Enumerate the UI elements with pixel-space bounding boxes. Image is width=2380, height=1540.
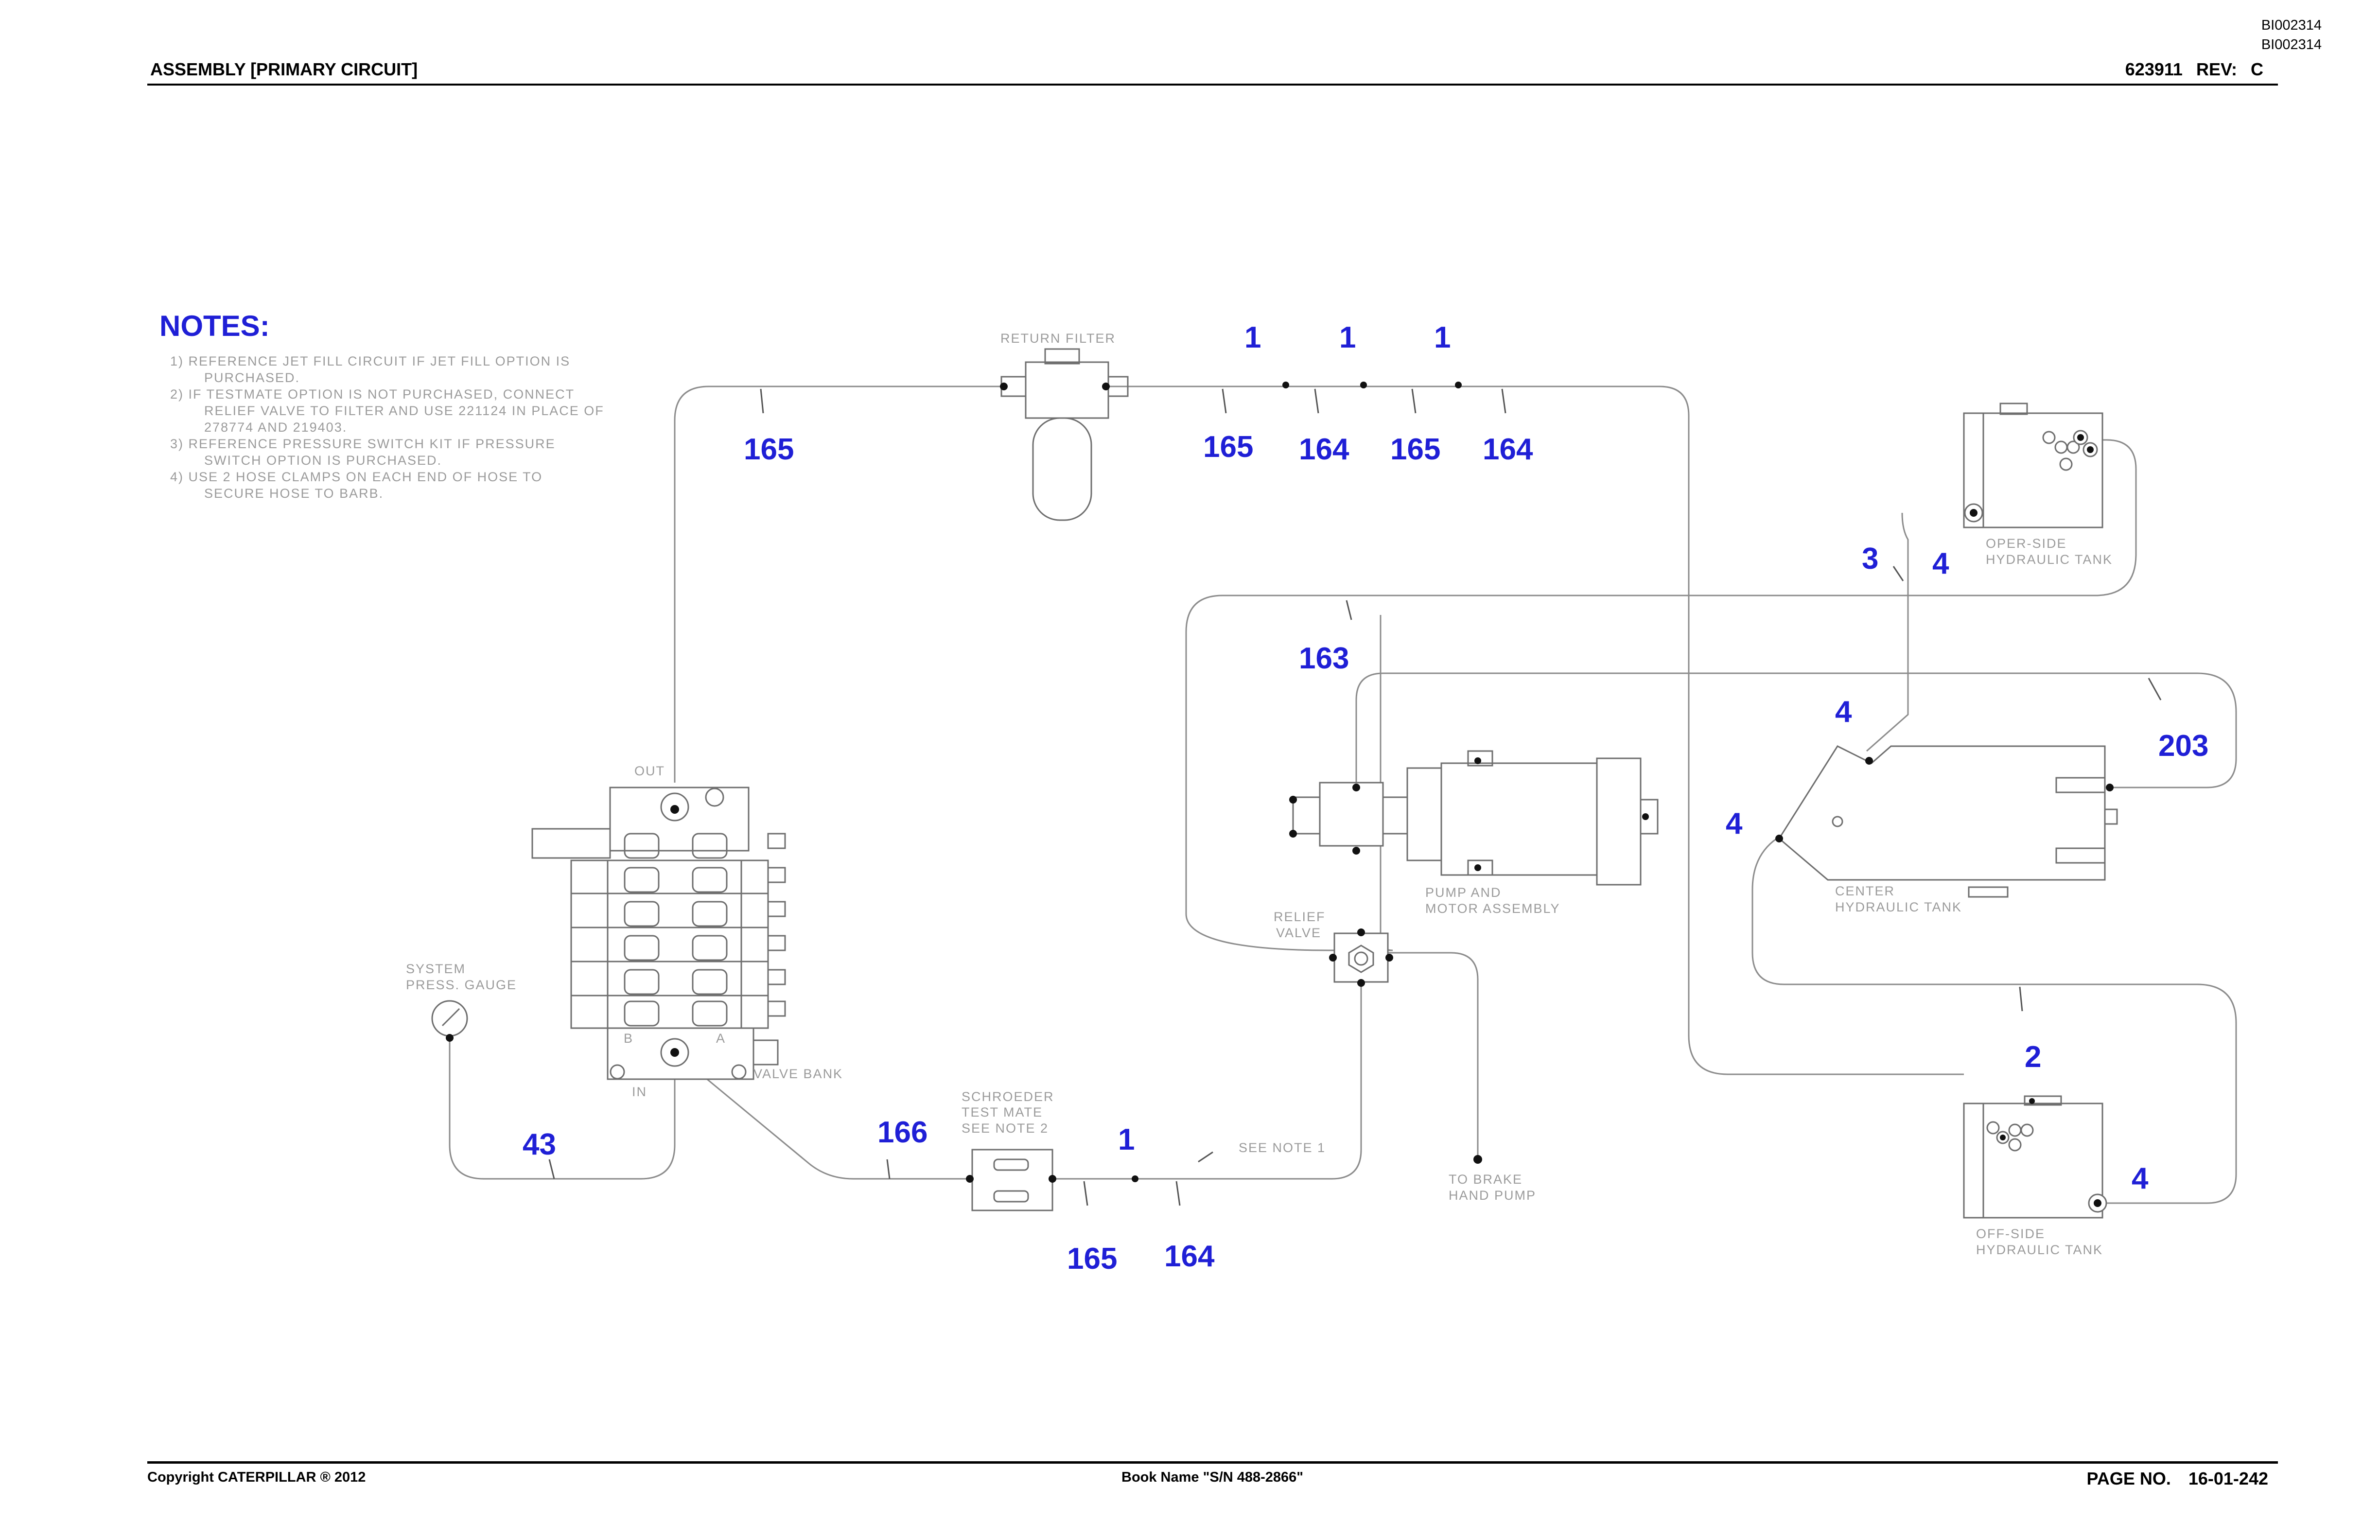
relief-valve-label-1: RELIEF [1274, 910, 1326, 924]
hose-43 [449, 1038, 676, 1180]
callout-203: 203 [2158, 729, 2208, 763]
page-footer: Copyright CATERPILLAR ® 2012 Book Name "… [147, 1461, 2278, 1493]
item-callouts: 1 1 1 165 165 164 165 164 3 4 163 4 203 … [523, 321, 2208, 1276]
oper-side-label-1: OPER-SIDE [1986, 536, 2067, 551]
callout-leaders [548, 388, 2162, 1206]
hose-brake-pump [1381, 952, 1479, 1157]
callout-166: 166 [877, 1116, 928, 1149]
oper-side-label-2: HYDRAULIC TANK [1986, 552, 2113, 567]
note-item: 3) REFERENCE PRESSURE SWITCH KIT IF PRES… [170, 437, 556, 468]
hose-valve-to-filter [674, 385, 1005, 783]
callout-164: 164 [1299, 433, 1349, 466]
center-tank-label-2: HYDRAULIC TANK [1835, 900, 1962, 914]
callout-1: 1 [1434, 321, 1451, 354]
document-id: BI002314 [2261, 18, 2322, 33]
notes-heading: NOTES: [159, 310, 270, 342]
oper-side-hydraulic-tank [1963, 402, 2103, 528]
system-pressure-gauge [431, 1000, 468, 1042]
page-number-label: PAGE NO. [2086, 1469, 2171, 1488]
part-number: 623911 [2125, 59, 2183, 79]
return-filter [1000, 348, 1129, 521]
center-tank-label-1: CENTER [1835, 884, 1895, 898]
note-item: 2) IF TESTMATE OPTION IS NOT PURCHASED, … [170, 387, 604, 435]
pump-motor-assembly [1289, 750, 1659, 886]
hose-203 [1355, 672, 2237, 807]
valve-in-label: IN [632, 1085, 647, 1099]
schroeder-label-3: SEE NOTE 2 [962, 1121, 1049, 1136]
callout-165: 165 [744, 433, 794, 466]
brake-pump-label-2: HAND PUMP [1449, 1188, 1536, 1203]
callout-4: 4 [1726, 807, 1743, 840]
brake-pump-fitting [1473, 1155, 1482, 1164]
revision-value: C [2251, 59, 2263, 79]
hose-163 [1185, 439, 2137, 951]
hose-2 [1751, 838, 2237, 1204]
valve-port-b-label: B [624, 1031, 633, 1046]
revision-label: REV: [2196, 59, 2237, 79]
component-labels: RETURN FILTER OPER-SIDE HYDRAULIC TANK P… [406, 331, 2113, 1257]
callout-1: 1 [1244, 321, 1261, 354]
off-side-hydraulic-tank [1963, 1095, 2107, 1219]
brake-pump-label-1: TO BRAKE [1449, 1172, 1522, 1187]
part-number-block: 623911 REV: C [2117, 59, 2263, 80]
page-number-value: 16-01-242 [2188, 1469, 2268, 1488]
note-item: 4) USE 2 HOSE CLAMPS ON EACH END OF HOSE… [170, 470, 543, 501]
system-gauge-label-1: SYSTEM [406, 962, 466, 976]
callout-163: 163 [1299, 642, 1349, 675]
page-number-block: PAGE NO. 16-01-242 [2074, 1469, 2268, 1489]
callout-2: 2 [2025, 1040, 2041, 1074]
valve-bank-label: VALVE BANK [753, 1067, 843, 1081]
callout-164: 164 [1164, 1240, 1215, 1273]
document-id-duplicate: BI002314 [2261, 37, 2322, 52]
pump-motor-label-1: PUMP AND [1425, 885, 1502, 900]
hose-clamps [1132, 382, 1462, 1182]
callout-3: 3 [1862, 542, 1878, 576]
valve-bank [531, 787, 786, 1080]
hose-testmate-to-relief [1050, 975, 1362, 1180]
book-name: Book Name "S/N 488-2866" [1121, 1470, 1304, 1485]
hose-lines [449, 385, 2237, 1204]
see-note-1-label: SEE NOTE 1 [1239, 1140, 1326, 1155]
center-hydraulic-tank [1775, 745, 2118, 898]
valve-out-label: OUT [634, 764, 665, 778]
hose-3 [1866, 512, 1909, 752]
callout-165: 165 [1390, 433, 1440, 466]
hose-filter-to-right [1108, 385, 1964, 1075]
callout-165: 165 [1067, 1242, 1117, 1276]
relief-valve [1329, 928, 1393, 987]
notes-list: 1) REFERENCE JET FILL CIRCUIT IF JET FIL… [170, 353, 608, 502]
off-side-label-1: OFF-SIDE [1976, 1226, 2045, 1241]
page-header: ASSEMBLY [PRIMARY CIRCUIT] 623911 REV: C [147, 57, 2278, 86]
schroeder-label-1: SCHROEDER [962, 1089, 1054, 1104]
callout-4: 4 [1932, 547, 1949, 580]
callout-165: 165 [1203, 430, 1253, 464]
off-side-label-2: HYDRAULIC TANK [1976, 1242, 2103, 1257]
callout-43: 43 [523, 1128, 556, 1161]
callout-4: 4 [2132, 1162, 2149, 1195]
relief-valve-label-2: VALVE [1276, 926, 1321, 940]
note-item: 1) REFERENCE JET FILL CIRCUIT IF JET FIL… [170, 354, 571, 385]
schroeder-test-mate [966, 1149, 1056, 1211]
copyright: Copyright CATERPILLAR ® 2012 [147, 1470, 366, 1485]
page-title: ASSEMBLY [PRIMARY CIRCUIT] [150, 59, 418, 79]
hose-166 [674, 1051, 972, 1180]
schroeder-label-2: TEST MATE [962, 1105, 1043, 1120]
callout-1: 1 [1118, 1123, 1135, 1156]
callout-164: 164 [1483, 433, 1533, 466]
callout-4: 4 [1835, 695, 1852, 729]
pump-motor-label-2: MOTOR ASSEMBLY [1425, 901, 1560, 916]
system-gauge-label-2: PRESS. GAUGE [406, 978, 517, 992]
return-filter-label: RETURN FILTER [1000, 331, 1116, 346]
valve-port-a-label: A [716, 1031, 726, 1046]
callout-1: 1 [1339, 321, 1356, 354]
